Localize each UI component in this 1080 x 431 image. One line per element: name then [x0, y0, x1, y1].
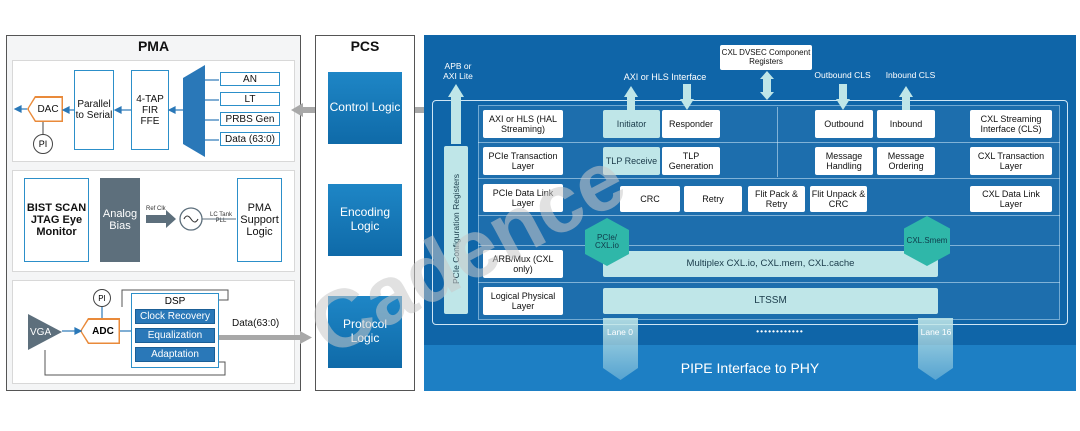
- cxl-smem-label: CXL.Smem: [906, 235, 948, 245]
- an-block: AN: [220, 72, 280, 86]
- dsp-label: DSP: [164, 296, 186, 307]
- pcs-title: PCS: [350, 38, 380, 54]
- prbs-gen-block: PRBS Gen: [220, 112, 280, 126]
- parallel-to-serial-block: Parallel to Serial: [74, 70, 114, 150]
- control-logic-block: Control Logic: [328, 72, 402, 144]
- row-divider: [478, 215, 1060, 216]
- equalization-block: Equalization: [135, 328, 215, 343]
- column-divider: [777, 107, 778, 177]
- initiator-arrow: [624, 86, 638, 110]
- pma-support-logic-block: PMA Support Logic: [237, 178, 282, 262]
- dac-label: DAC: [28, 97, 62, 121]
- apb-label: APB or AXI Lite: [443, 61, 473, 81]
- outbound-cls-label: Outbound CLS: [814, 70, 871, 80]
- fir-ffe-block: 4-TAP FIR FFE: [131, 70, 169, 150]
- tx-pi-label: PI: [38, 139, 48, 149]
- lc-tank-label: LC Tank PLL: [210, 212, 232, 224]
- tx-mux-shape: [183, 65, 205, 157]
- multiplex-block: Multiplex CXL.io, CXL.mem, CXL.cache: [603, 251, 938, 277]
- pipe-interface-label: PIPE Interface to PHY: [680, 360, 820, 376]
- config-registers-bar: [444, 146, 468, 314]
- message-handling-block: Message Handling: [815, 147, 873, 175]
- flit-unpack-block: Flit Unpack & CRC: [810, 186, 867, 212]
- rx-pi-label: PI: [98, 293, 106, 303]
- row-divider: [478, 178, 1060, 179]
- lane-0-label: Lane 0: [607, 327, 633, 337]
- pcie-transaction-layer-label: PCIe Transaction Layer: [483, 147, 563, 175]
- rx-data-label: Data(63:0): [232, 318, 280, 329]
- pipe-interface-bar: [424, 345, 1076, 391]
- responder-arrow: [680, 84, 694, 110]
- message-ordering-block: Message Ordering: [877, 147, 935, 175]
- adc-block: ADC: [80, 318, 120, 344]
- lane-16-label: Lane 16: [920, 327, 952, 337]
- protocol-logic-block: Protocol Logic: [328, 296, 402, 368]
- row-divider: [478, 245, 1060, 246]
- lane-0-shape: [603, 318, 638, 380]
- pcie-data-link-layer-label: PCIe Data Link Layer: [483, 184, 563, 212]
- outbound-block: Outbound: [815, 110, 873, 138]
- tlp-receive-block: TLP Receive: [603, 147, 660, 175]
- dvsec-label: CXL DVSEC Component Registers: [721, 47, 811, 66]
- encoding-logic-block: Encoding Logic: [328, 184, 402, 256]
- tx-pi-icon: PI: [33, 134, 53, 154]
- tlp-generation-block: TLP Generation: [662, 147, 720, 175]
- analog-bias-label: Analog Bias: [102, 208, 138, 232]
- bist-scan-jtag-block: BIST SCAN JTAG Eye Monitor: [24, 178, 89, 262]
- logical-physical-layer-label: Logical Physical Layer: [483, 287, 563, 315]
- clock-recovery-block: Clock Recovery: [135, 309, 215, 324]
- inbound-arrow: [899, 86, 913, 110]
- cxl-transaction-layer-label: CXL Transaction Layer: [970, 147, 1052, 175]
- adc-label: ADC: [81, 319, 119, 343]
- initiator-block: Initiator: [603, 110, 660, 138]
- lane-dots: ••••••••••••: [756, 326, 804, 336]
- vga-label: VGA: [30, 326, 52, 338]
- cxl-data-link-layer-label: CXL Data Link Layer: [970, 186, 1052, 212]
- responder-block: Responder: [662, 110, 720, 138]
- analog-bias-block: Analog Bias: [100, 178, 140, 262]
- cadence-watermark: Cadence: [295, 133, 640, 374]
- axi-interface-label: AXI or HLS Interface: [623, 72, 707, 82]
- inbound-block: Inbound: [877, 110, 935, 138]
- ref-clk-arrow: [146, 210, 176, 228]
- cxl-streaming-label: CXL Streaming Interface (CLS): [970, 110, 1052, 138]
- rx-data-arrow: [219, 331, 312, 344]
- flit-pack-block: Flit Pack & Retry: [748, 186, 805, 212]
- pcs-to-pma-arrow: [291, 103, 315, 117]
- adaptation-block: Adaptation: [135, 347, 215, 362]
- ref-clk-label: Ref Clk: [146, 206, 166, 212]
- cxl-smem-hexagon: CXL.Smem: [904, 216, 950, 266]
- apb-arrow: [448, 84, 464, 144]
- lt-block: LT: [220, 92, 280, 106]
- dvsec-arrow: [760, 71, 774, 100]
- controller-inner-panel: [478, 105, 1060, 320]
- ltssm-block: LTSSM: [603, 288, 938, 314]
- pcie-cxlio-label: PCIe/ CXL.io: [594, 232, 619, 250]
- tx-arrows: [13, 105, 183, 114]
- inbound-cls-label: Inbound CLS: [885, 70, 936, 80]
- cxl-controller-panel: [424, 35, 1076, 391]
- lane-16-shape: [918, 318, 953, 380]
- dac-block: DAC: [27, 96, 63, 122]
- pma-title: PMA: [137, 38, 170, 54]
- rx-pi-icon: PI: [93, 289, 111, 307]
- outbound-arrow: [836, 84, 850, 110]
- retry-block: Retry: [684, 186, 742, 212]
- row-divider: [478, 142, 1060, 143]
- controller-inner-frame: [432, 100, 1068, 325]
- arb-mux-label: ARB/Mux (CXL only): [483, 250, 563, 278]
- crc-block: CRC: [620, 186, 680, 212]
- row-divider: [478, 282, 1060, 283]
- tx-data-block: Data (63:0): [220, 132, 280, 146]
- axi-hls-row-label: AXI or HLS (HAL Streaming): [483, 110, 563, 138]
- dvsec-box: CXL DVSEC Component Registers: [720, 45, 812, 70]
